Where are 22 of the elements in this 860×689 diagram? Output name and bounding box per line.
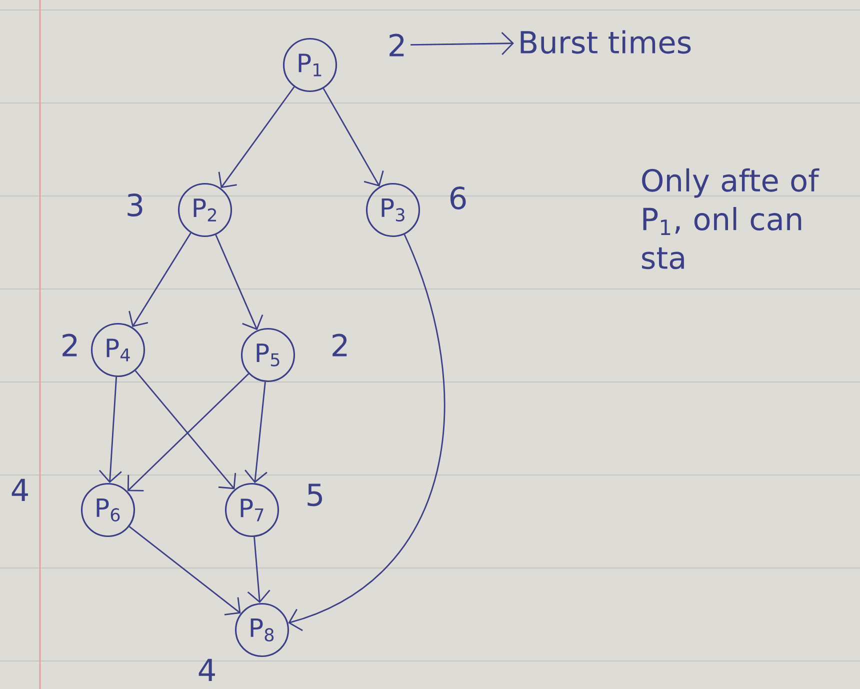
burst-time: 2: [332, 334, 347, 356]
arrow: [410, 32, 514, 55]
arrow: [218, 86, 295, 188]
arrow: [128, 526, 241, 616]
burst-time: 5: [308, 484, 322, 506]
annotation-text: 2: [390, 34, 404, 56]
arrow: [127, 373, 250, 492]
arrow: [288, 234, 446, 632]
arrow: [215, 234, 264, 330]
arrow: [128, 232, 192, 328]
burst-time: 2: [62, 334, 77, 356]
arrow: [98, 376, 122, 483]
arrow: [247, 536, 270, 604]
arrow: [134, 370, 236, 490]
annotation-text: Burst times: [520, 30, 691, 54]
note-text: Only afte of P$_{1}$, onl can sta: [642, 168, 820, 270]
burst-time: 6: [450, 186, 466, 210]
burst-time: 4: [198, 658, 215, 682]
burst-time: 3: [128, 194, 142, 216]
arrow: [244, 382, 268, 484]
burst-time: 4: [12, 478, 28, 502]
arrow: [322, 88, 384, 187]
